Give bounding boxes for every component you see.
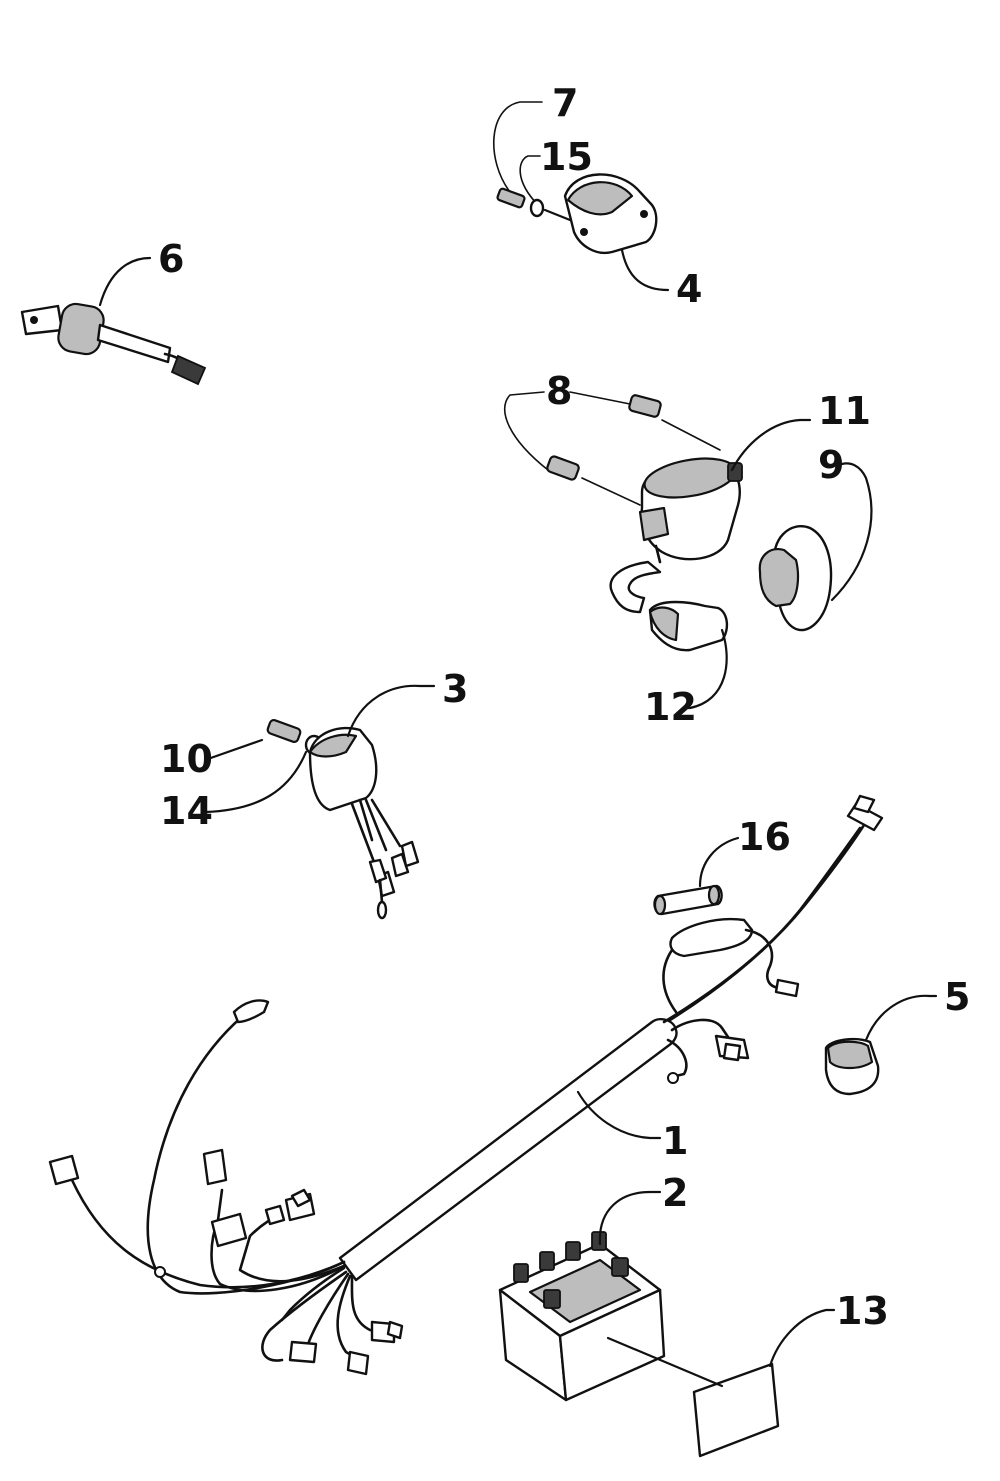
callout-1: 1: [662, 1119, 688, 1163]
callout-14: 14: [160, 789, 213, 833]
callout-5: 5: [944, 975, 970, 1019]
callout-11: 11: [818, 389, 871, 433]
callout-6: 6: [158, 237, 184, 281]
callout-16: 16: [738, 815, 791, 859]
part-4-cover-group: [493, 101, 670, 292]
callout-7: 7: [552, 81, 578, 125]
callout-15: 15: [540, 135, 593, 179]
part-3-cdi-unit-group: [203, 684, 436, 920]
part-11-ignition-coil-group: [503, 391, 873, 710]
callout-3: 3: [442, 667, 468, 711]
part-6-key-switch: [20, 256, 207, 386]
part-2-battery: [498, 1190, 666, 1402]
callout-8: 8: [546, 369, 572, 413]
part-13-decal: [606, 1308, 836, 1458]
callout-9: 9: [818, 443, 844, 487]
part-5-relay: [824, 994, 938, 1096]
callout-10: 10: [160, 737, 213, 781]
part-16-fuse: [653, 836, 740, 916]
callout-13: 13: [836, 1289, 889, 1333]
callout-12: 12: [644, 685, 697, 729]
callout-4: 4: [676, 267, 702, 311]
callout-2: 2: [662, 1171, 688, 1215]
part-1-wiring-harness: [48, 794, 884, 1376]
